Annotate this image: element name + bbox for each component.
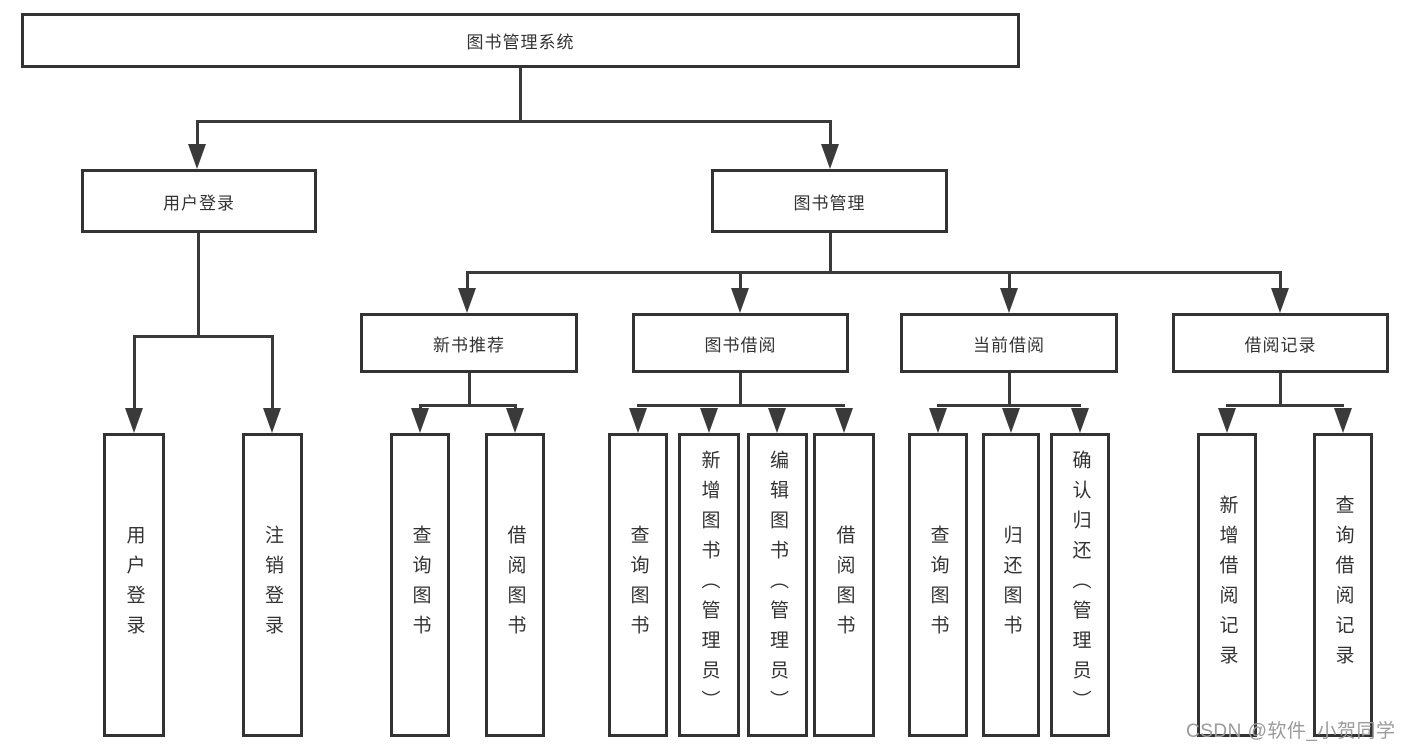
- leaf-current-query-books-label: 查询图书: [927, 525, 949, 645]
- leaf-records-query-record-label: 查询借阅记录: [1332, 495, 1354, 675]
- arrowhead-down: [1334, 408, 1352, 433]
- arrowhead-down: [1218, 408, 1236, 433]
- node-user-login-label: 用户登录: [163, 193, 235, 213]
- arrowhead-down: [731, 288, 749, 313]
- connector-line: [739, 271, 742, 290]
- arrowhead-down: [1002, 408, 1020, 433]
- leaf-current-confirm-return-label: 确认归还（管理员）: [1069, 450, 1091, 720]
- connector-line: [468, 373, 471, 407]
- leaf-recommend-query-books: 查询图书: [390, 433, 450, 737]
- leaf-current-return-books: 归还图书: [982, 433, 1040, 737]
- arrowhead-down: [506, 408, 524, 433]
- connector-line: [1279, 373, 1282, 407]
- leaf-user-login-label: 用户登录: [123, 525, 145, 645]
- connector-line: [1008, 373, 1011, 407]
- leaf-borrowing-query-books: 查询图书: [608, 433, 668, 737]
- node-current-borrowing: 当前借阅: [900, 313, 1118, 373]
- leaf-current-confirm-return: 确认归还（管理员）: [1050, 433, 1110, 737]
- node-book-management-label: 图书管理: [793, 193, 866, 213]
- leaf-recommend-borrow-books: 借阅图书: [485, 433, 545, 737]
- connector-line: [514, 404, 517, 410]
- leaf-logout-label: 注销登录: [262, 525, 283, 645]
- node-new-book-recommend: 新书推荐: [360, 313, 578, 373]
- connector-line: [466, 271, 469, 290]
- arrowhead-down: [411, 408, 429, 433]
- arrowhead-down: [125, 408, 143, 433]
- leaf-borrowing-borrow-books: 借阅图书: [813, 433, 875, 737]
- connector-line: [637, 404, 845, 407]
- connector-line: [133, 335, 136, 410]
- node-book-management: 图书管理: [711, 169, 948, 233]
- leaf-current-query-books: 查询图书: [908, 433, 968, 737]
- leaf-recommend-query-books-label: 查询图书: [409, 525, 431, 645]
- connector-line: [133, 335, 273, 338]
- arrowhead-down: [188, 144, 206, 169]
- leaf-records-add-record-label: 新增借阅记录: [1216, 495, 1238, 675]
- connector-line: [196, 120, 199, 146]
- arrowhead-down: [1071, 408, 1089, 433]
- connector-line: [271, 335, 274, 410]
- arrowhead-down: [700, 408, 718, 433]
- connector-line: [937, 404, 1081, 407]
- arrowhead-down: [821, 144, 839, 169]
- node-root-label: 图书管理系统: [466, 33, 575, 52]
- connector-line: [197, 233, 200, 338]
- arrowhead-down: [1000, 288, 1018, 313]
- arrowhead-down: [768, 408, 786, 433]
- arrowhead-down: [929, 408, 947, 433]
- connector-line: [1226, 404, 1344, 407]
- arrowhead-down: [629, 408, 647, 433]
- leaf-records-query-record: 查询借阅记录: [1313, 433, 1373, 737]
- connector-line: [466, 271, 1281, 274]
- connector-line: [829, 233, 832, 274]
- node-borrowing-records-label: 借阅记录: [1244, 335, 1317, 355]
- leaf-user-login: 用户登录: [103, 433, 165, 737]
- connector-line: [419, 404, 422, 410]
- arrowhead-down: [1271, 288, 1289, 313]
- arrowhead-down: [263, 408, 281, 433]
- watermark: CSDN @软件_小贺同学: [1186, 721, 1396, 742]
- connector-line: [196, 120, 831, 123]
- node-borrowing-records: 借阅记录: [1172, 313, 1389, 373]
- node-user-login: 用户登录: [81, 169, 317, 233]
- leaf-borrowing-add-books-label: 新增图书（管理员）: [698, 450, 720, 720]
- arrowhead-down: [458, 288, 476, 313]
- leaf-records-add-record: 新增借阅记录: [1197, 433, 1257, 737]
- node-current-borrowing-label: 当前借阅: [973, 335, 1045, 355]
- connector-line: [739, 373, 742, 407]
- node-book-borrowing: 图书借阅: [632, 313, 849, 373]
- node-new-book-recommend-label: 新书推荐: [433, 335, 505, 355]
- leaf-borrowing-edit-books-label: 编辑图书（管理员）: [767, 450, 788, 720]
- connector-line: [419, 404, 516, 407]
- connector-line: [1279, 271, 1282, 290]
- leaf-current-return-books-label: 归还图书: [1000, 525, 1022, 645]
- leaf-borrowing-edit-books: 编辑图书（管理员）: [747, 433, 808, 737]
- node-book-borrowing-label: 图书借阅: [704, 335, 777, 355]
- connector-line: [519, 68, 522, 122]
- leaf-borrowing-add-books: 新增图书（管理员）: [678, 433, 740, 737]
- connector-line: [1008, 271, 1011, 290]
- leaf-borrowing-borrow-books-label: 借阅图书: [833, 525, 855, 645]
- leaf-recommend-borrow-books-label: 借阅图书: [504, 525, 526, 645]
- leaf-borrowing-query-books-label: 查询图书: [627, 525, 649, 645]
- node-root: 图书管理系统: [21, 13, 1020, 68]
- leaf-logout: 注销登录: [242, 433, 303, 737]
- arrowhead-down: [835, 408, 853, 433]
- connector-line: [829, 120, 832, 146]
